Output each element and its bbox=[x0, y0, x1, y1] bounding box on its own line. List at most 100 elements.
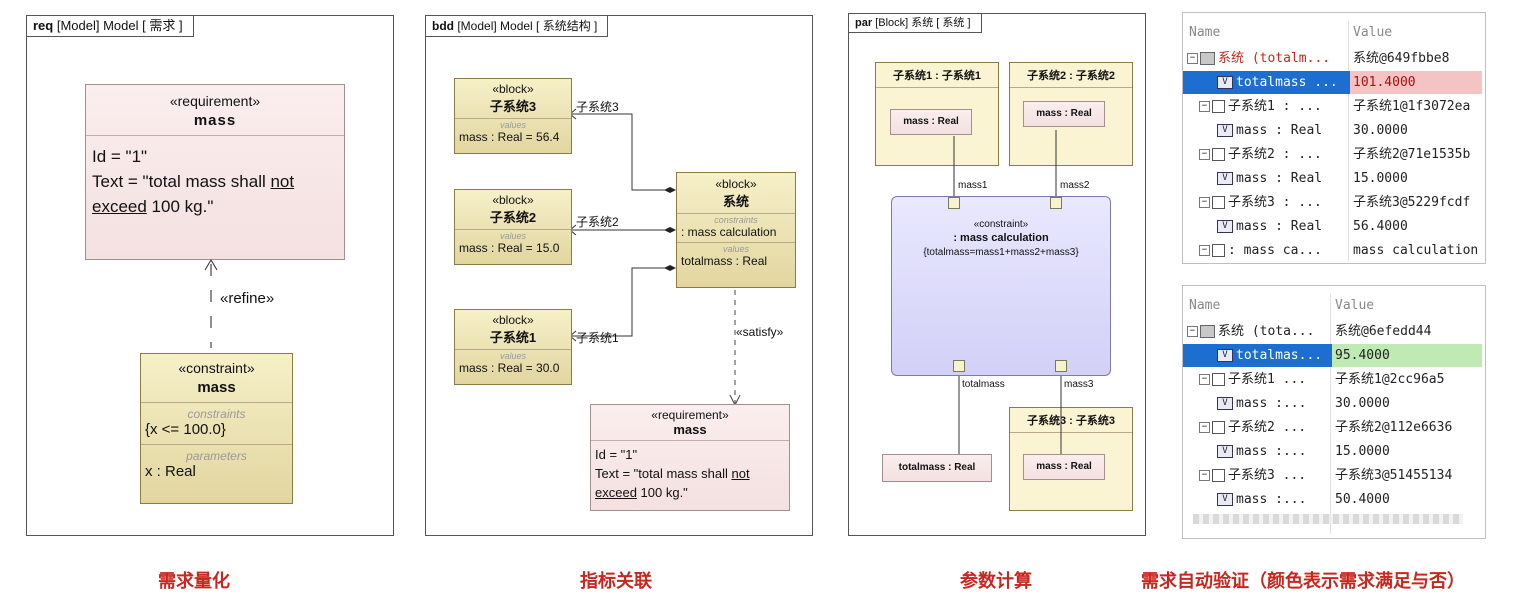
row-name: 子系统3 : ... bbox=[1228, 195, 1322, 210]
role-label-subsystem1: 子系统1 bbox=[576, 331, 619, 345]
constraint-block[interactable]: «constraint» mass constraints {x <= 100.… bbox=[140, 353, 293, 504]
tree-row[interactable]: − 子系统1 : ... bbox=[1199, 95, 1322, 118]
collapse-icon[interactable]: − bbox=[1199, 197, 1210, 208]
constraint-property: : mass calculation bbox=[681, 225, 777, 239]
row-name: mass :... bbox=[1236, 444, 1307, 459]
row-name: : mass ca... bbox=[1228, 243, 1322, 258]
diagram-name: [Model] Model [ 需求 ] bbox=[56, 18, 183, 33]
tree-row[interactable]: − 子系统3 ... bbox=[1199, 464, 1306, 487]
block-stereotype: «block» bbox=[492, 193, 534, 207]
req-diagram-tab[interactable]: req [Model] Model [ 需求 ] bbox=[27, 16, 194, 37]
collapse-icon[interactable]: − bbox=[1199, 149, 1210, 160]
row-value: 子系统2@71e1535b bbox=[1353, 147, 1471, 162]
collapse-icon[interactable]: − bbox=[1187, 326, 1198, 337]
constraint-stereotype: «constraint» bbox=[178, 360, 255, 376]
block-subsystem1[interactable]: «block» 子系统1 values mass : Real = 30.0 bbox=[454, 309, 572, 385]
collapse-icon[interactable]: − bbox=[1199, 470, 1210, 481]
header-name: Name bbox=[1189, 25, 1221, 40]
value-property-icon: V bbox=[1217, 397, 1233, 410]
text-part: Text = "total mass shall bbox=[595, 466, 732, 481]
diagram-kind: par bbox=[855, 17, 873, 29]
collapse-icon[interactable]: − bbox=[1199, 374, 1210, 385]
row-name: 子系统1 : ... bbox=[1228, 99, 1322, 114]
block-system[interactable]: «block» 系统 constraints : mass calculatio… bbox=[676, 172, 796, 288]
diagram-kind: req bbox=[33, 18, 54, 33]
values-compartment: values totalmass : Real bbox=[677, 242, 795, 269]
column-divider bbox=[1330, 294, 1331, 534]
values-label: values bbox=[499, 120, 526, 130]
bdd-diagram-tab[interactable]: bdd [Model] Model [ 系统结构 ] bbox=[426, 16, 609, 37]
row-name: 子系统2 ... bbox=[1228, 420, 1307, 435]
requirement-name: mass bbox=[193, 112, 237, 129]
row-value: 子系统3@51455134 bbox=[1335, 468, 1453, 483]
value-property-totalmass[interactable]: totalmass : Real bbox=[882, 454, 992, 482]
collapse-icon[interactable]: − bbox=[1199, 101, 1210, 112]
role-label-subsystem2: 子系统2 bbox=[576, 215, 619, 229]
row-name: 子系统2 : ... bbox=[1228, 147, 1322, 162]
collapse-icon[interactable]: − bbox=[1187, 53, 1198, 64]
block-value: mass : Real = 15.0 bbox=[459, 241, 560, 255]
part-property-mass1[interactable]: mass : Real bbox=[890, 109, 972, 135]
collapse-icon[interactable]: − bbox=[1199, 245, 1210, 256]
part-property-mass3[interactable]: mass : Real bbox=[1023, 454, 1105, 480]
port-totalmass[interactable] bbox=[953, 360, 965, 372]
row-value: 子系统2@112e6636 bbox=[1335, 420, 1453, 435]
header-value: Value bbox=[1353, 25, 1393, 40]
port-mass2[interactable] bbox=[1050, 197, 1062, 209]
parameters-label: parameters bbox=[186, 449, 247, 463]
header-name: Name bbox=[1189, 298, 1221, 313]
port-mass3[interactable] bbox=[1055, 360, 1067, 372]
block-stereotype: «block» bbox=[492, 313, 534, 327]
port-mass1[interactable] bbox=[948, 197, 960, 209]
value-property-icon: V bbox=[1217, 220, 1233, 233]
row-name: mass :... bbox=[1236, 492, 1307, 507]
role-label-subsystem3: 子系统3 bbox=[576, 100, 619, 114]
row-name: 系统 (tota... bbox=[1218, 324, 1315, 339]
part-title: 子系统1 : 子系统1 bbox=[876, 63, 998, 88]
tree-row[interactable]: − 系统 (totalm... bbox=[1187, 47, 1330, 70]
tree-row[interactable]: − 子系统3 : ... bbox=[1199, 191, 1322, 214]
row-value: 101.4000 bbox=[1353, 75, 1416, 90]
block-subsystem2[interactable]: «block» 子系统2 values mass : Real = 15.0 bbox=[454, 189, 572, 265]
values-label: values bbox=[722, 244, 749, 254]
block-name: 子系统2 bbox=[489, 210, 537, 225]
part-property-mass2[interactable]: mass : Real bbox=[1023, 101, 1105, 127]
row-name: 子系统3 ... bbox=[1228, 468, 1307, 483]
row-name: 系统 (totalm... bbox=[1218, 51, 1331, 66]
row-value: 30.0000 bbox=[1335, 396, 1390, 411]
requirement-block-bdd[interactable]: «requirement» mass Id = "1" Text = "tota… bbox=[590, 404, 790, 511]
tree-row[interactable]: −子系统1 ... bbox=[1199, 368, 1306, 391]
tree-row[interactable]: − : mass ca... bbox=[1199, 239, 1322, 262]
caption-requirement-quantify: 需求量化 bbox=[158, 571, 230, 591]
part-icon bbox=[1212, 148, 1225, 161]
tree-row[interactable]: − 系统 (tota... bbox=[1187, 320, 1314, 343]
collapse-icon[interactable]: − bbox=[1199, 422, 1210, 433]
requirement-id: Id = "1" bbox=[92, 147, 148, 166]
diagram-name: [Block] 系统 [ 系统 ] bbox=[875, 17, 971, 29]
caption-auto-verification: 需求自动验证（颜色表示需求满足与否） bbox=[1141, 571, 1465, 591]
block-subsystem3[interactable]: «block» 子系统3 values mass : Real = 56.4 bbox=[454, 78, 572, 154]
values-label: values bbox=[499, 231, 526, 241]
constraints-compartment: constraints : mass calculation bbox=[677, 213, 795, 240]
tree-row[interactable]: − 子系统2 ... bbox=[1199, 416, 1306, 439]
constraint-property-mass-calculation[interactable]: «constraint» : mass calculation {totalma… bbox=[891, 196, 1111, 376]
port-label-mass3: mass3 bbox=[1064, 379, 1094, 390]
diagram-name: [Model] Model [ 系统结构 ] bbox=[457, 19, 598, 33]
par-diagram-tab[interactable]: par [Block] 系统 [ 系统 ] bbox=[849, 14, 982, 33]
port-label-mass2: mass2 bbox=[1060, 180, 1090, 191]
requirement-block[interactable]: «requirement» mass Id = "1" Text = "tota… bbox=[85, 84, 345, 260]
tree-row[interactable]: − 子系统2 : ... bbox=[1199, 143, 1322, 166]
